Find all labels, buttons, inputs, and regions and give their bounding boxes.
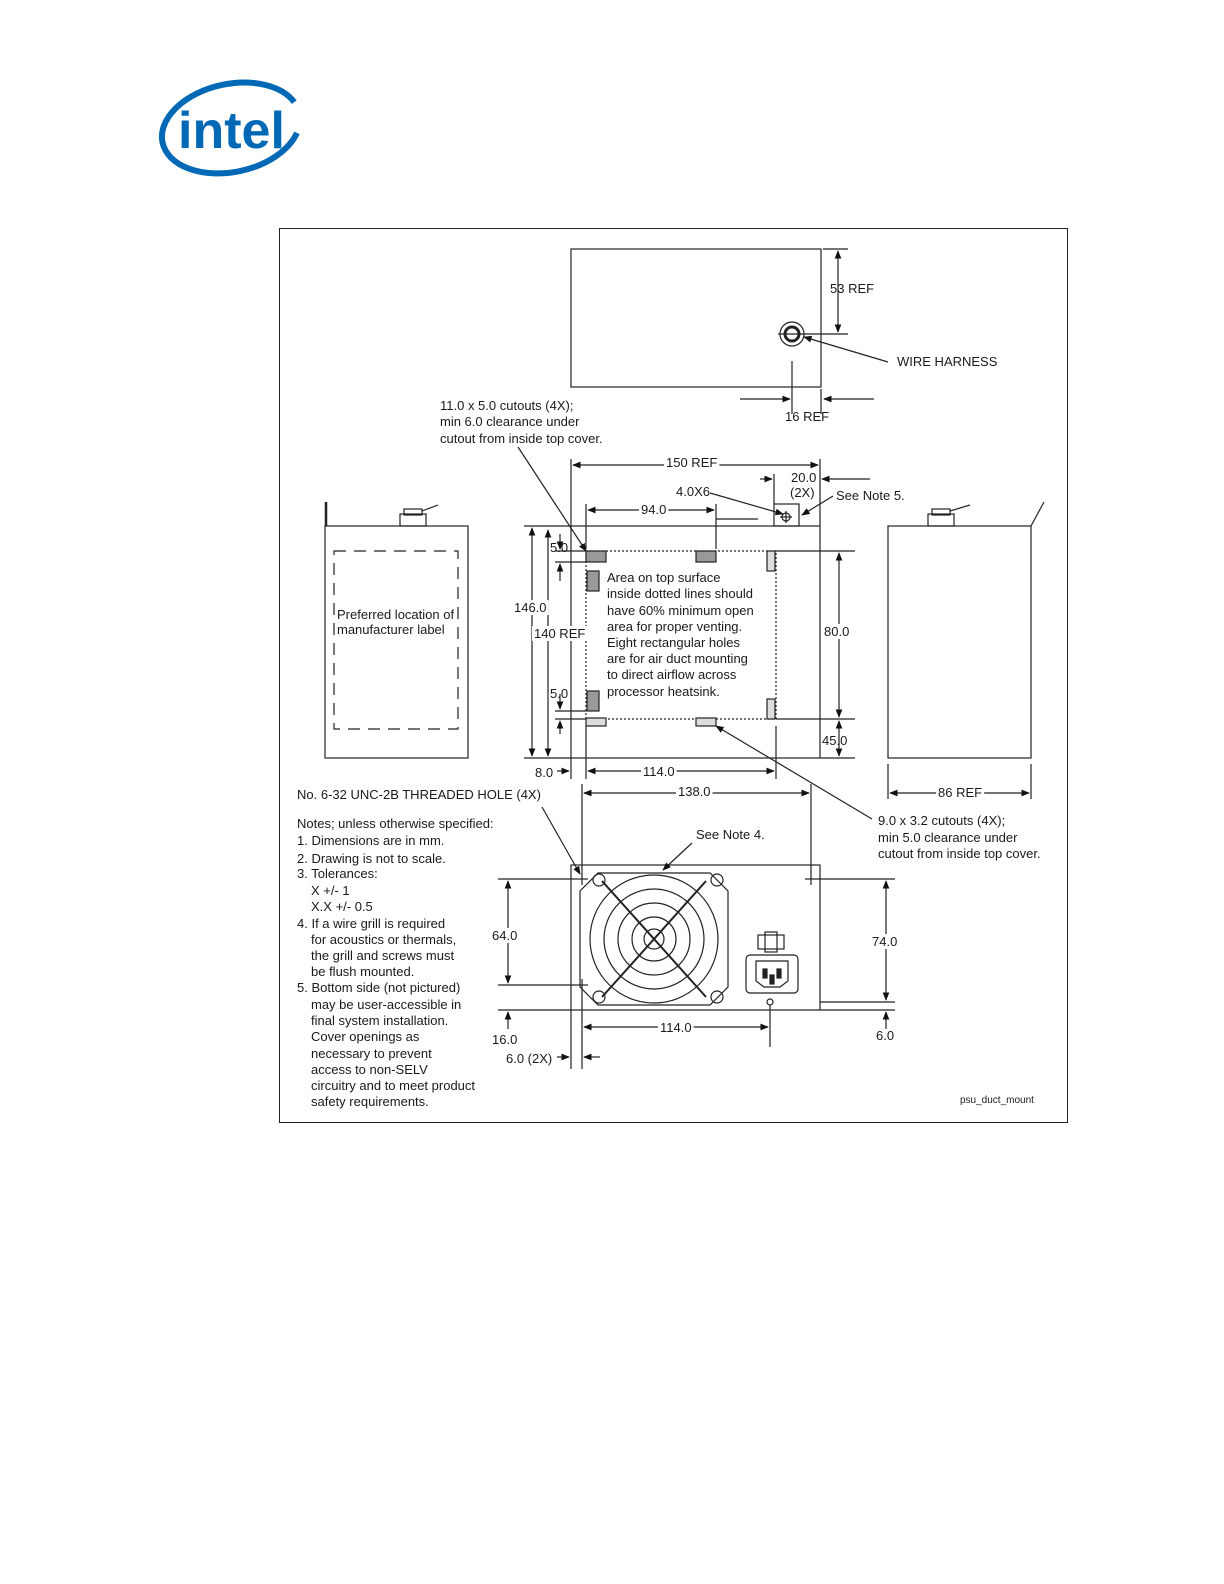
- cutout-6: [695, 717, 717, 727]
- label-background: [641, 764, 677, 779]
- vent-note-8: processor heatsink.: [607, 684, 720, 699]
- label-background: [532, 626, 588, 641]
- dim-5-bottom: 5.0: [550, 686, 568, 701]
- cutout-4: [586, 690, 600, 712]
- note-3a: X +/- 1: [311, 883, 350, 898]
- dim-114-bottom: 114.0: [660, 1020, 692, 1035]
- note-3: 3. Tolerances:: [297, 866, 378, 881]
- dim-16-ref: 16 REF: [785, 409, 829, 424]
- cutout-5: [585, 717, 607, 727]
- note-2: 2. Drawing is not to scale.: [297, 851, 446, 866]
- note-1: 1. Dimensions are in mm.: [297, 833, 444, 848]
- cutout-7: [766, 550, 776, 572]
- dim-74: 74.0: [872, 934, 897, 949]
- see-note-4: See Note 4.: [696, 827, 765, 842]
- note-5-line-8: safety requirements.: [311, 1094, 429, 1109]
- vent-note-7: to direct airflow across: [607, 667, 737, 682]
- mounting-tab: [773, 503, 800, 527]
- power-switch: [757, 934, 785, 950]
- dim-20-count: (2X): [790, 485, 815, 500]
- dim-86-ref: 86 REF: [938, 785, 982, 800]
- main-view-outline: [570, 525, 821, 759]
- cutout-note-bottom-2: min 5.0 clearance under: [878, 830, 1018, 845]
- label-background: [664, 455, 720, 470]
- dim-6: 6.0: [876, 1028, 894, 1043]
- dim-140-ref: 140 REF: [534, 626, 585, 641]
- label-background: [639, 502, 669, 517]
- vent-note-6: are for air duct mounting: [607, 651, 748, 666]
- vent-note-2: inside dotted lines should: [607, 586, 753, 601]
- note-4-line-2: for acoustics or thermals,: [311, 932, 456, 947]
- fan-grill: [579, 872, 729, 1006]
- dim-53-ref: 53 REF: [830, 281, 874, 296]
- right-connector-top: [931, 508, 951, 516]
- dim-114-top: 114.0: [643, 764, 675, 779]
- label-background: [490, 928, 520, 943]
- dim-6-2x: 6.0 (2X): [506, 1051, 552, 1066]
- label-background: [870, 934, 900, 949]
- right-connector: [927, 513, 955, 527]
- dim-80: 80.0: [824, 624, 849, 639]
- cutout-note-top-3: cutout from inside top cover.: [440, 431, 603, 446]
- threaded-hole-label: No. 6-32 UNC-2B THREADED HOLE (4X): [297, 787, 541, 802]
- see-note-5: See Note 5.: [836, 488, 905, 503]
- note-4-line-1: 4. If a wire grill is required: [297, 916, 445, 931]
- cutout-1: [585, 550, 607, 563]
- rear-view-outline: [570, 864, 821, 1011]
- intel-logo: intel: [158, 79, 304, 177]
- hole-4x6: 4.0X6: [676, 484, 710, 499]
- label-background: [822, 624, 852, 639]
- dim-45: 45.0: [822, 733, 847, 748]
- dim-20: 20.0: [791, 470, 816, 485]
- cutout-note-top-1: 11.0 x 5.0 cutouts (4X);: [440, 398, 573, 413]
- top-view-outline: [570, 248, 822, 388]
- note-5-line-1: 5. Bottom side (not pictured): [297, 980, 460, 995]
- note-5-line-5: necessary to prevent: [311, 1046, 432, 1061]
- cutout-note-top-2: min 6.0 clearance under: [440, 414, 580, 429]
- wire-harness-label: WIRE HARNESS: [897, 354, 998, 369]
- left-connector-top: [403, 508, 423, 516]
- note-5-line-4: Cover openings as: [311, 1029, 420, 1044]
- label-background: [512, 600, 549, 615]
- vent-note-4: area for proper venting.: [607, 619, 742, 634]
- note-4-line-4: be flush mounted.: [311, 964, 414, 979]
- dim-94: 94.0: [641, 502, 666, 517]
- dim-146: 146.0: [514, 600, 547, 615]
- note-3b: X.X +/- 0.5: [311, 899, 373, 914]
- note-5-line-3: final system installation.: [311, 1013, 448, 1028]
- left-connector: [399, 513, 427, 527]
- note-4-line-3: the grill and screws must: [311, 948, 454, 963]
- vent-note-1: Area on top surface: [607, 570, 720, 585]
- cutout-8: [766, 698, 776, 720]
- label-background: [936, 785, 985, 800]
- cutout-note-bottom-3: cutout from inside top cover.: [878, 846, 1041, 861]
- dim-5-top: 5.0: [550, 540, 568, 555]
- dim-8: 8.0: [535, 765, 553, 780]
- psu-mechanical-drawing: 53 REF WIRE HARNESS 16 REF 11.0 x 5.0 cu…: [297, 248, 1045, 1109]
- right-side-outline: [887, 525, 1032, 759]
- cutout-note-bottom-1: 9.0 x 3.2 cutouts (4X);: [878, 813, 1005, 828]
- label-background: [676, 784, 713, 799]
- label-background: [658, 1020, 694, 1035]
- note-5-line-7: circuitry and to meet product: [311, 1078, 475, 1093]
- label-area-dashed: [333, 550, 459, 730]
- ac-inlet: [745, 954, 799, 994]
- dim-138: 138.0: [678, 784, 711, 799]
- vent-note-5: Eight rectangular holes: [607, 635, 740, 650]
- label-location-2: manufacturer label: [337, 622, 445, 637]
- figure-frame: 53 REF WIRE HARNESS 16 REF 11.0 x 5.0 cu…: [279, 228, 1068, 1123]
- note-5-line-6: access to non-SELV: [311, 1062, 428, 1077]
- left-side-outline: [324, 525, 469, 759]
- dim-16: 16.0: [492, 1032, 517, 1047]
- label-location-1: Preferred location of: [337, 607, 454, 622]
- vent-note-3: have 60% minimum open: [607, 603, 754, 618]
- dim-64: 64.0: [492, 928, 517, 943]
- dim-150-ref: 150 REF: [666, 455, 717, 470]
- cutout-3: [586, 570, 600, 592]
- cutout-2: [695, 550, 717, 563]
- intel-logo-text: intel: [178, 102, 285, 160]
- figure-id: psu_duct_mount: [960, 1095, 1034, 1106]
- note-5-line-2: may be user-accessible in: [311, 997, 461, 1012]
- notes-heading: Notes; unless otherwise specified:: [297, 816, 494, 831]
